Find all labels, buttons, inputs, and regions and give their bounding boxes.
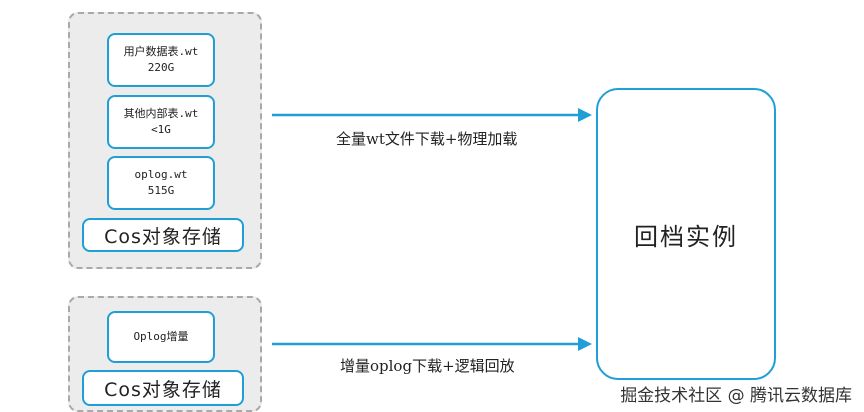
- restore-instance-box: 回档实例: [596, 88, 776, 380]
- oplog-increment-box: Oplog增量: [107, 311, 215, 363]
- table-size: 515G: [147, 184, 175, 197]
- table-name: 其他内部表.wt: [123, 107, 199, 120]
- cos-storage-label-top: Cos对象存储: [82, 218, 244, 252]
- table-name: oplog.wt: [134, 168, 188, 181]
- arrow-top: [272, 108, 592, 122]
- cos-storage-label-bottom: Cos对象存储: [82, 370, 244, 406]
- table-box-internal: 其他内部表.wt <1G: [107, 95, 215, 149]
- arrow-top-label: 全量wt文件下载+物理加载: [336, 130, 518, 148]
- watermark: 掘金技术社区 @ 腾讯云数据库: [620, 386, 852, 406]
- table-box-oplog: oplog.wt 515G: [107, 156, 215, 210]
- table-size: <1G: [151, 123, 171, 136]
- table-box-user-data: 用户数据表.wt 220G: [107, 33, 215, 87]
- oplog-increment-label: Oplog增量: [133, 330, 189, 343]
- arrow-bottom-label: 增量oplog下载+逻辑回放: [340, 357, 515, 375]
- arrow-bottom: [272, 337, 592, 351]
- table-size: 220G: [147, 61, 175, 74]
- table-name: 用户数据表.wt: [123, 45, 199, 58]
